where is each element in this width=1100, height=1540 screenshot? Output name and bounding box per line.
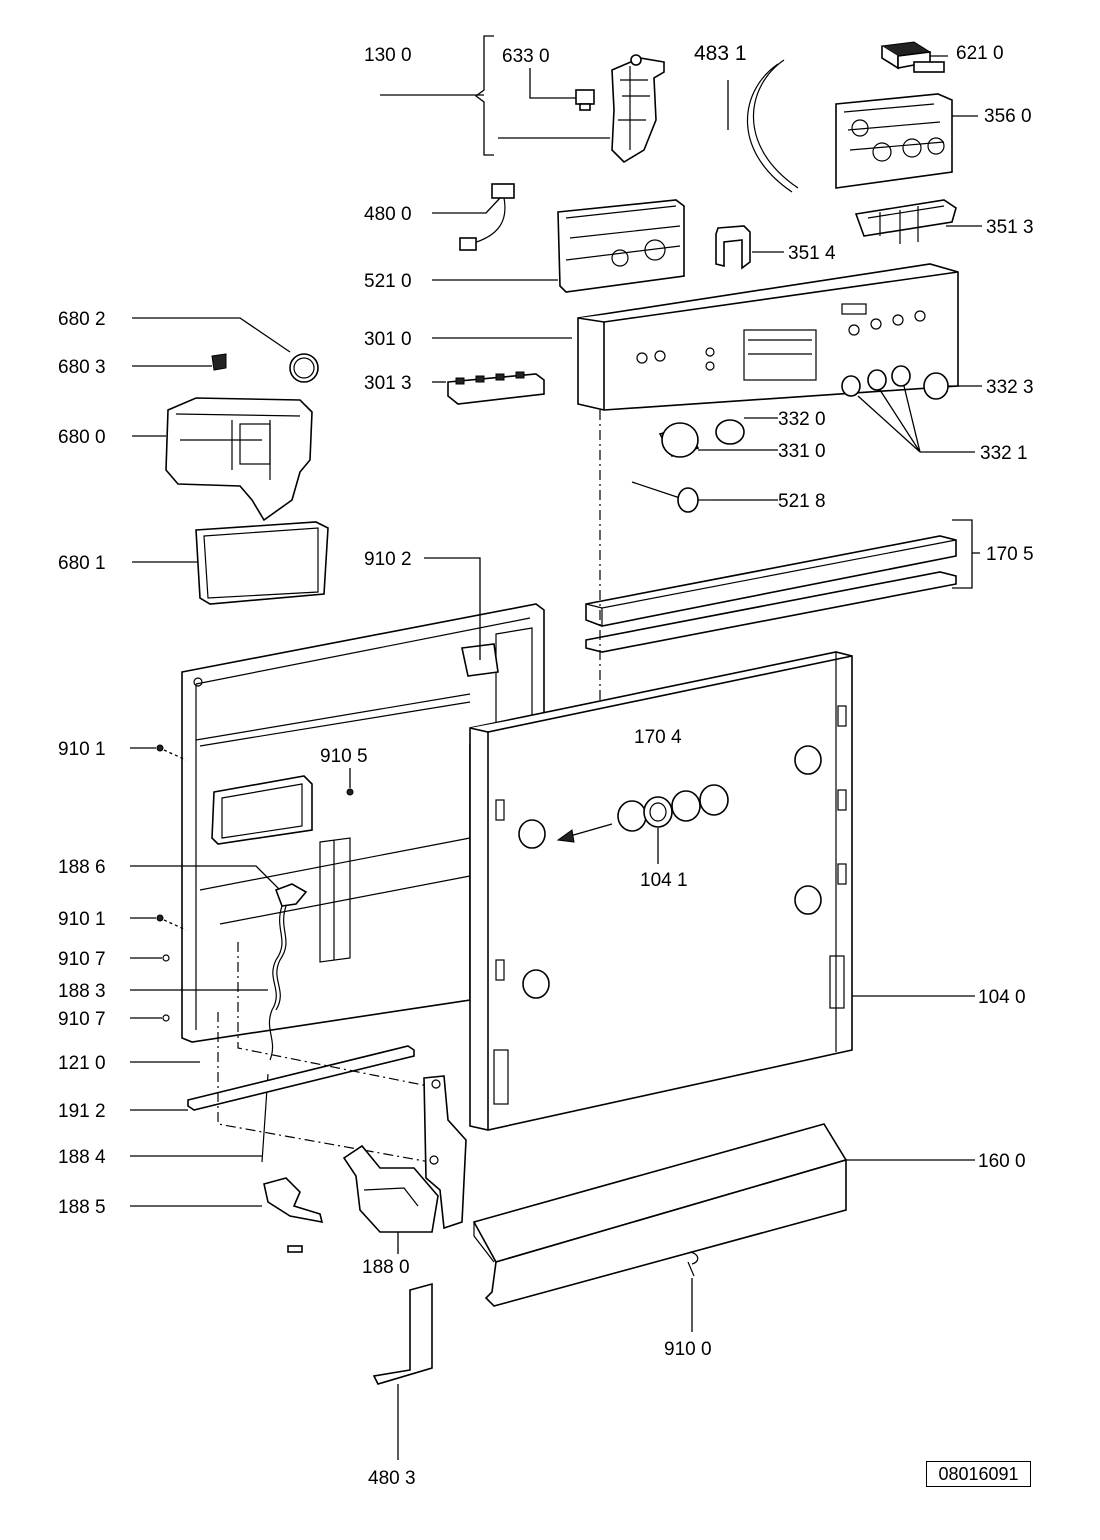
switch-part [575,89,595,111]
label-1886: 188 6 [58,857,106,878]
rail-1912 [130,1045,415,1111]
label-1041: 104 1 [640,870,688,891]
label-3320: 332 0 [778,409,826,430]
label-1600: 160 0 [978,1151,1026,1172]
label-3310: 331 0 [778,441,826,462]
label-1705: 170 5 [986,544,1034,565]
outer-door-1040 [469,651,975,1131]
screws [130,744,354,1022]
label-1885: 188 5 [58,1197,106,1218]
module-6210 [880,41,948,73]
label-4831: 483 1 [694,42,747,65]
label-3013: 301 3 [364,373,412,394]
label-3010: 301 0 [364,329,412,350]
label-1883: 188 3 [58,981,106,1002]
clip-3514 [715,225,784,270]
label-9107-bottom: 910 7 [58,1009,106,1030]
bracket-3513 [854,199,982,244]
buttons-3321 [841,365,975,453]
label-1704: 170 4 [634,727,682,748]
label-9102: 910 2 [364,549,412,570]
label-6210: 621 0 [956,43,1004,64]
label-6803: 680 3 [58,357,106,378]
kick-panel-1600 [472,1123,975,1332]
label-6802: 680 2 [58,309,106,330]
hinge-1880 [342,1075,467,1254]
part-group-1300 [380,35,665,164]
label-9101-top: 910 1 [58,739,106,760]
control-panel-3010 [432,263,959,411]
knob-3320 [715,417,778,445]
label-1300: 130 0 [364,45,412,66]
document-number: 08016091 [926,1461,1031,1487]
label-1912: 191 2 [58,1101,106,1122]
door-latch-part [611,54,665,164]
rail-1705 [585,519,980,653]
bracket-4803 [372,1282,433,1460]
callout-labels: 130 0 633 0 483 1 621 0 356 0 480 0 521 … [58,42,1034,1489]
sensor-5218 [631,481,778,513]
label-9107-top: 910 7 [58,949,106,970]
label-3321: 332 1 [980,443,1028,464]
connector-4800 [432,183,515,251]
label-3323: 332 3 [986,377,1034,398]
handle-knobs-1041 [556,784,729,864]
control-unit-5210 [432,199,685,293]
label-1210: 121 0 [58,1053,106,1074]
label-6801: 680 1 [58,553,106,574]
inner-door-frame-1210 [130,557,545,1063]
control-board-3560 [835,93,978,189]
label-6800: 680 0 [58,427,106,448]
knob-3310 [658,422,778,458]
label-5218: 521 8 [778,491,826,512]
label-3513: 351 3 [986,217,1034,238]
display-module-3013 [432,371,545,405]
label-1040: 104 0 [978,987,1026,1008]
label-3514: 351 4 [788,243,836,264]
label-3560: 356 0 [984,106,1032,127]
part-group-680 [132,317,329,605]
label-9100: 910 0 [664,1339,712,1360]
label-4803: 480 3 [368,1468,416,1489]
label-9105: 910 5 [320,746,368,767]
label-9101-bottom: 910 1 [58,909,106,930]
cable-harness-4831 [727,59,799,193]
label-4800: 480 0 [364,204,412,225]
label-6330: 633 0 [502,46,550,67]
label-5210: 521 0 [364,271,412,292]
label-1884: 188 4 [58,1147,106,1168]
label-1880: 188 0 [362,1257,410,1278]
button-3323 [923,372,982,400]
